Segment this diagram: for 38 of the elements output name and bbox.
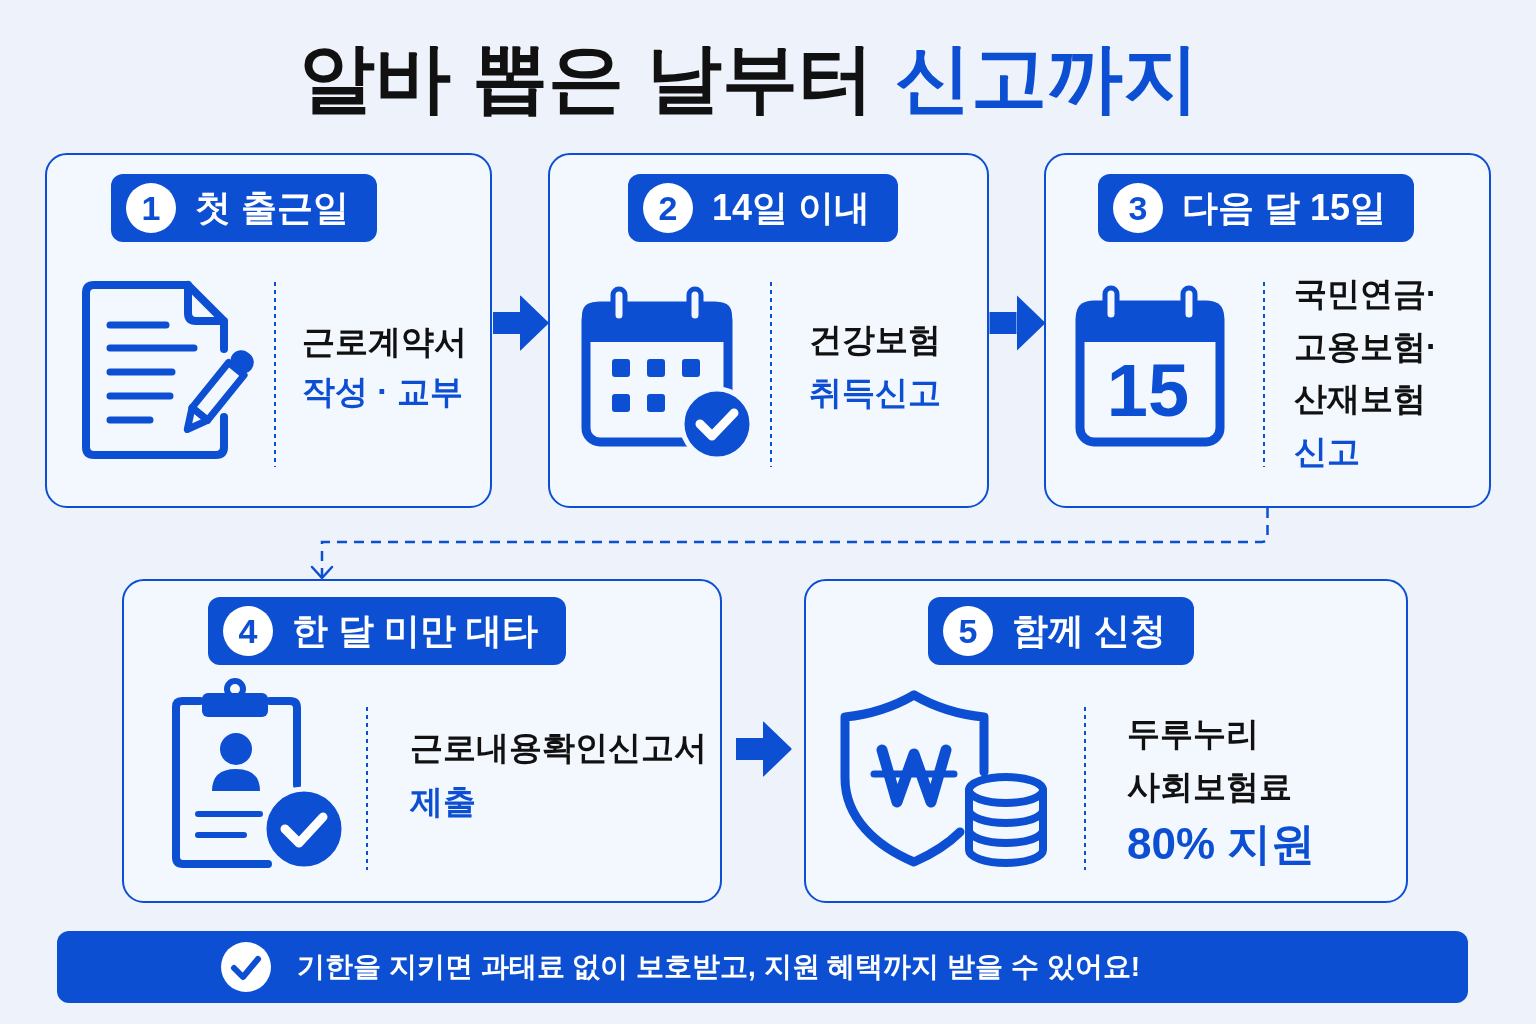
step-number: 3 bbox=[1113, 183, 1163, 233]
step-card bbox=[804, 579, 1408, 903]
highlight-text: 신고 bbox=[1294, 432, 1360, 472]
step-badge bbox=[208, 597, 566, 665]
badge-label: 14일 이내 bbox=[712, 188, 871, 228]
step-number: 5 bbox=[943, 606, 993, 656]
badge-label: 첫 출근일 bbox=[195, 188, 349, 228]
arrow bbox=[989, 295, 1045, 351]
title: 알바 뽑은 날부터 신고까지 bbox=[299, 34, 1199, 122]
info-banner bbox=[57, 931, 1468, 1003]
step-card bbox=[122, 579, 722, 903]
step-number: 1 bbox=[126, 183, 176, 233]
badge-label: 함께 신청 bbox=[1012, 611, 1166, 651]
highlight-text: 제출 bbox=[410, 782, 476, 822]
badge-label: 다음 달 15일 bbox=[1182, 188, 1387, 228]
highlight-text: 작성 · 교부 bbox=[302, 372, 464, 412]
badge-label: 한 달 미만 대타 bbox=[292, 611, 538, 651]
banner-text: 기한을 지키면 과태료 없이 보호받고, 지원 혜택까지 받을 수 있어요! bbox=[297, 950, 1141, 984]
highlight-text: 80% 지원 bbox=[1127, 818, 1316, 870]
arrow bbox=[736, 721, 792, 777]
arrow bbox=[493, 295, 549, 351]
step-card bbox=[548, 153, 989, 508]
body-text: 국민연금· 고용보험· 산재보험 bbox=[1294, 274, 1438, 419]
step-badge bbox=[1098, 174, 1415, 242]
step-badge bbox=[628, 174, 899, 242]
highlight-text: 취득신고 bbox=[809, 373, 941, 413]
body-text: 두루누리 사회보험료 bbox=[1127, 714, 1293, 807]
step-badge bbox=[928, 597, 1194, 665]
body-text: 건강보험 bbox=[809, 320, 941, 360]
step-card bbox=[45, 153, 492, 508]
dashed-arrow bbox=[310, 508, 1269, 580]
step-badge bbox=[111, 174, 377, 242]
step-number: 4 bbox=[223, 606, 273, 656]
step-number: 2 bbox=[643, 183, 693, 233]
calendar-date: 15 bbox=[1106, 354, 1190, 428]
body-text: 근로계약서 bbox=[302, 322, 467, 362]
step-card bbox=[1044, 153, 1491, 508]
body-text: 근로내용확인신고서 bbox=[410, 728, 707, 768]
